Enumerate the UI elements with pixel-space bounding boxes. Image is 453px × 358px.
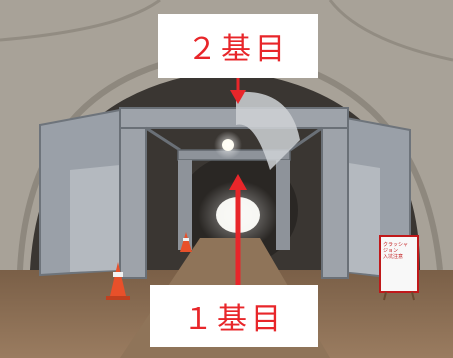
left-formwork-side xyxy=(70,165,120,272)
gantry-right-leg xyxy=(321,127,349,279)
sign-line: 入坑注意 xyxy=(383,254,404,260)
lamp-glow xyxy=(214,131,242,159)
label-first-unit-text: １基目 xyxy=(183,302,285,337)
ventilation-duct xyxy=(236,91,300,170)
sign-line: ジョン xyxy=(383,248,399,254)
gantry-brace xyxy=(289,126,323,152)
arrow-down-to-second-unit xyxy=(230,78,246,104)
arrow-up-to-first-unit xyxy=(229,174,247,286)
warning-sign xyxy=(379,235,419,301)
lining-crack xyxy=(328,0,453,62)
second-gantry-left-leg xyxy=(178,160,192,250)
gantry-left-leg xyxy=(119,127,147,279)
tunnel-shell xyxy=(0,0,453,270)
lining-crack xyxy=(0,0,161,42)
sign-line: クラッシャ xyxy=(383,242,409,248)
label-second-unit: ２基目 xyxy=(158,14,318,78)
gantry-top-beam xyxy=(119,107,349,129)
gantry-brace xyxy=(145,126,181,152)
second-gantry-right-leg xyxy=(276,160,290,250)
label-second-unit-text: ２基目 xyxy=(187,32,289,67)
traffic-cone xyxy=(180,232,192,252)
label-first-unit: １基目 xyxy=(150,285,318,347)
warning-sign-text: クラッシャ ジョン 入坑注意 xyxy=(383,242,408,260)
traffic-cone xyxy=(106,262,130,300)
